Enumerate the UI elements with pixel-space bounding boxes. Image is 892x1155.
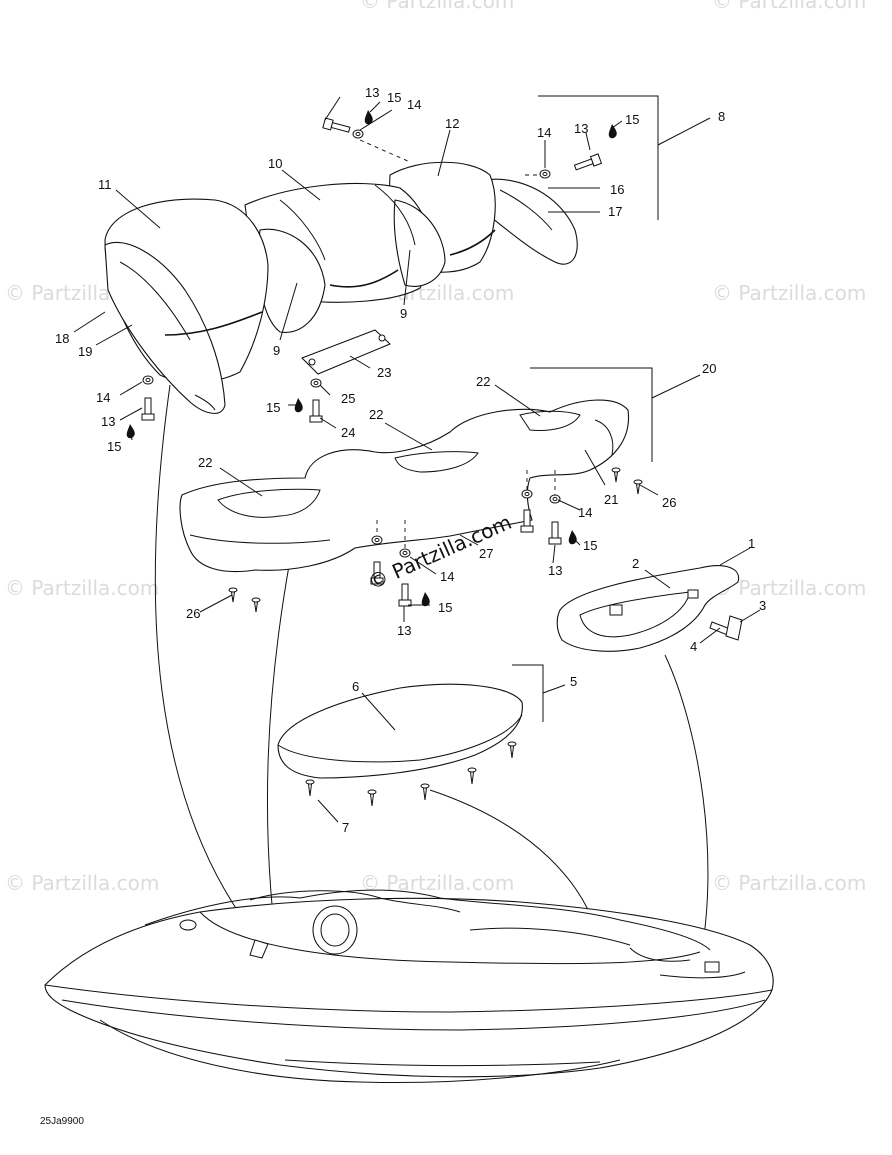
callout-15: 15 [387,90,401,105]
callout-20: 20 [702,361,716,376]
callout-15: 15 [438,600,452,615]
callout-14: 14 [407,97,421,112]
callout-15: 15 [625,112,639,127]
callout-11: 11 [98,177,112,192]
watermark: © Partzilla.com [712,281,866,305]
callout-8: 8 [718,109,725,124]
callout-22: 22 [476,374,490,389]
strap-part [301,329,391,375]
callout-26: 26 [662,495,676,510]
callout-17: 17 [608,204,622,219]
assembly-brackets [512,95,711,722]
watermark: © Partzilla.com [712,0,866,13]
callout-13: 13 [101,414,115,429]
callout-21: 21 [604,492,618,507]
callout-14: 14 [578,505,592,520]
watermark: © Partzilla.com [360,0,514,13]
cushion-part [277,683,523,779]
callout-1: 1 [748,536,755,551]
callout-2: 2 [632,556,639,571]
callout-9: 9 [400,306,407,321]
callout-3: 3 [759,598,766,613]
callout-15: 15 [583,538,597,553]
callout-22: 22 [369,407,383,422]
callout-25: 25 [341,391,355,406]
callout-14: 14 [440,569,454,584]
grab-handle-part [556,565,743,652]
callout-15: 15 [266,400,280,415]
callout-13: 13 [548,563,562,578]
callout-14: 14 [96,390,110,405]
callout-13: 13 [397,623,411,638]
watermark-layer: © Partzilla.com © Partzilla.com © Partzi… [5,0,866,895]
callout-14: 14 [537,125,551,140]
callout-27: 27 [479,546,493,561]
callout-12: 12 [445,116,459,131]
watermark: © Partzilla.com [360,871,514,895]
callout-13: 13 [574,121,588,136]
callout-19: 19 [78,344,92,359]
callout-24: 24 [341,425,355,440]
callout-22: 22 [198,455,212,470]
callout-9: 9 [273,343,280,358]
callout-7: 7 [342,820,349,835]
lower-seat-base [179,399,630,573]
callout-15: 15 [107,439,121,454]
callout-13: 13 [365,85,379,100]
watermark: © Partzilla.com [5,576,159,600]
callout-23: 23 [377,365,391,380]
watermark: © Partzilla.com [5,871,159,895]
callout-leaders [73,96,761,823]
watermark: © Partzilla.com [712,871,866,895]
callout-6: 6 [352,679,359,694]
callout-26: 26 [186,606,200,621]
drawing-code: 25Ja9900 [40,1116,84,1127]
callout-16: 16 [610,182,624,197]
boat-hull [44,889,774,1084]
callout-10: 10 [268,156,282,171]
callout-4: 4 [690,639,697,654]
callout-18: 18 [55,331,69,346]
upper-seat-cover-assembly [104,161,578,414]
axis-dashed [359,139,411,163]
callout-5: 5 [570,674,577,689]
hardware-fasteners [126,110,643,807]
callout-labels: 1 2 3 4 5 6 7 8 9 9 10 11 12 13 13 13 13… [55,85,766,835]
